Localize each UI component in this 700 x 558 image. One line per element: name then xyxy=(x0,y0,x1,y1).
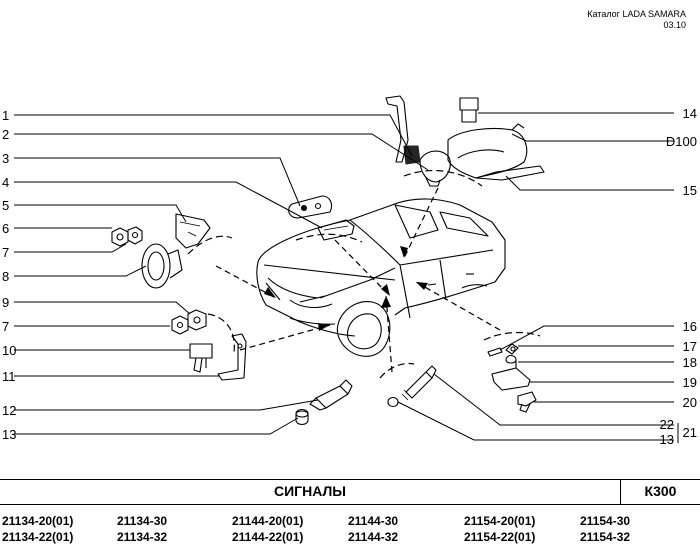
model-code: 21144-32 xyxy=(348,530,399,544)
callout-22: 22 xyxy=(660,417,674,432)
location-arrows xyxy=(215,187,501,373)
switch-cap-part xyxy=(295,408,309,426)
nut-parts-lower xyxy=(171,309,207,335)
model-code: 21154-32 xyxy=(580,530,631,544)
hazard-switch-part xyxy=(459,97,479,123)
callout-12: 12 xyxy=(2,403,16,418)
callout-labels: 1 2 3 4 5 6 7 8 9 7 10 11 12 13 14 D100 … xyxy=(2,106,697,447)
callout-9: 9 xyxy=(2,295,9,310)
callout-11: 11 xyxy=(2,369,16,384)
callout-5: 5 xyxy=(2,198,9,213)
door-switch-part xyxy=(309,379,353,411)
callout-15: 15 xyxy=(683,183,697,198)
callout-2: 2 xyxy=(2,127,9,142)
callout-8: 8 xyxy=(2,269,9,284)
footer-divider xyxy=(620,479,621,505)
exploded-parts-diagram: 1 2 3 4 5 6 7 8 9 7 10 11 12 13 14 D100 … xyxy=(2,95,697,447)
side-repeater-part xyxy=(317,219,355,241)
callout-13-group: 13 xyxy=(660,432,674,447)
callout-18: 18 xyxy=(683,355,697,370)
callout-7: 7 xyxy=(2,245,9,260)
callout-19: 19 xyxy=(683,375,697,390)
horn-part xyxy=(141,243,183,289)
parts xyxy=(111,95,545,426)
mounting-bracket-part xyxy=(217,333,247,381)
footer-bottom-rule xyxy=(0,504,700,505)
callout-16: 16 xyxy=(683,319,697,334)
arrow-heads xyxy=(264,246,428,331)
model-code: 21134-32 xyxy=(117,530,168,544)
catalog-date: 03.10 xyxy=(663,20,686,30)
door-switch-assembly-part xyxy=(387,365,437,408)
callout-6: 6 xyxy=(2,221,9,236)
model-code: 21144-30 xyxy=(348,514,399,528)
callout-d100: D100 xyxy=(666,134,697,149)
callout-14: 14 xyxy=(683,106,697,121)
model-code: 21154-22(01) xyxy=(464,530,536,544)
callout-10: 10 xyxy=(2,343,16,358)
location-arcs xyxy=(187,169,541,379)
callout-1: 1 xyxy=(2,108,9,123)
model-code: 21134-22(01) xyxy=(2,530,74,544)
callout-3: 3 xyxy=(2,151,9,166)
horn-bracket-part xyxy=(175,213,211,249)
car-outline xyxy=(256,198,506,357)
callout-21: 21 xyxy=(683,425,697,440)
callout-20: 20 xyxy=(683,395,697,410)
footer-top-rule xyxy=(0,479,700,480)
model-code: 21154-20(01) xyxy=(464,514,536,528)
model-code: 21144-20(01) xyxy=(232,514,304,528)
model-code: 21144-22(01) xyxy=(232,530,304,544)
model-code: 21154-30 xyxy=(580,514,631,528)
section-title: СИГНАЛЫ xyxy=(273,483,347,499)
model-code: 21134-20(01) xyxy=(2,514,74,528)
callout-7-lower: 7 xyxy=(2,319,9,334)
switch-cover-part xyxy=(447,123,545,181)
callout-13: 13 xyxy=(2,427,16,442)
callout-17: 17 xyxy=(683,339,697,354)
callout-4: 4 xyxy=(2,175,9,190)
horn-connector-part xyxy=(189,343,213,373)
leader-lines xyxy=(14,112,679,443)
nut-parts xyxy=(111,226,143,247)
right-bracket-group-part xyxy=(487,343,537,413)
catalog-name: Каталог LADA SAMARA xyxy=(587,9,686,19)
indicator-lamp-part xyxy=(288,195,333,219)
model-code: 21134-30 xyxy=(117,514,168,528)
section-code: К300 xyxy=(644,483,677,499)
